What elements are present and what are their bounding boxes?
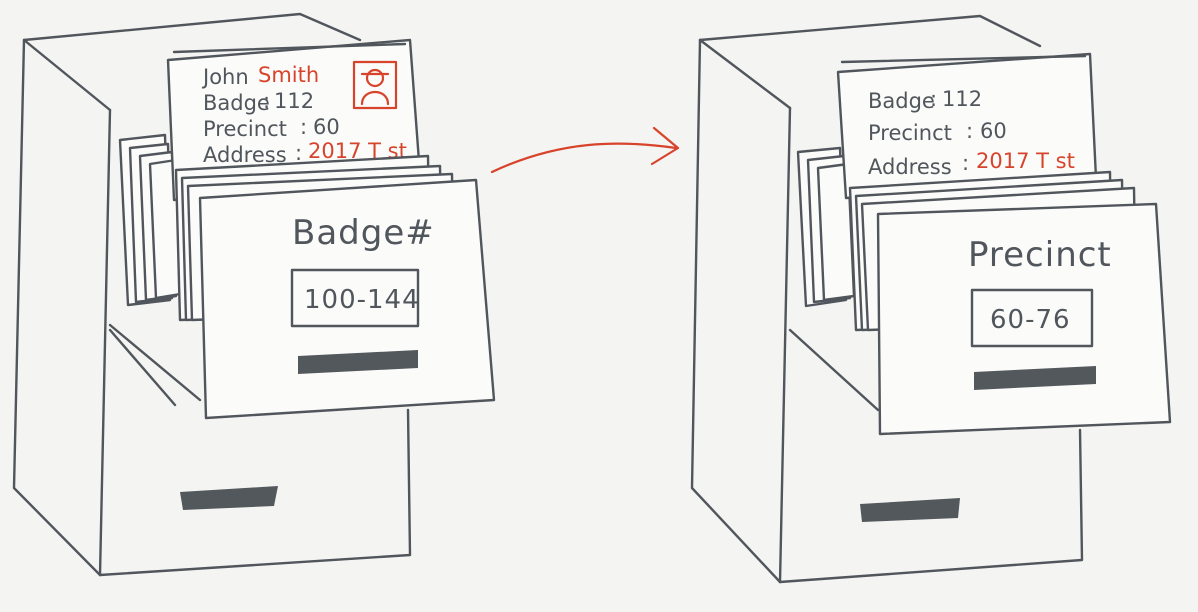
svg-text::: :	[966, 119, 973, 143]
card-precinct-label: Precinct	[203, 117, 287, 141]
right-index-card: Badge : 112 Precinct : 60 Address : 2017…	[836, 52, 1098, 200]
card-precinct-label: Precinct	[868, 121, 952, 145]
left-file-dividers	[118, 133, 182, 307]
right-cabinet	[690, 14, 1084, 584]
svg-text::: :	[300, 115, 307, 139]
card-name-value: Smith	[258, 63, 319, 87]
right-drawer-handle	[974, 366, 1096, 390]
card-badge-value: 112	[274, 89, 314, 113]
card-badge-label: Badge	[868, 89, 935, 113]
svg-text::: :	[962, 151, 969, 175]
right-drawer-front: Precinct 60-76	[876, 202, 1172, 436]
card-precinct-value: 60	[313, 115, 340, 139]
left-drawer-front: Badge# 100-144	[198, 178, 496, 420]
left-drawer-range: 100-144	[304, 285, 420, 315]
card-address-value: 2017 T st	[976, 149, 1075, 173]
svg-text::: :	[263, 89, 270, 113]
svg-text::: :	[930, 87, 937, 111]
right-drawer-label-frame	[970, 288, 1094, 348]
left-drawer-handle	[298, 350, 418, 374]
left-cabinet	[12, 12, 412, 577]
card-precinct-value: 60	[980, 119, 1007, 143]
card-address-label: Address	[868, 155, 952, 179]
lower-drawer-handle	[180, 486, 278, 510]
card-badge-label: Badge	[203, 91, 270, 115]
card-badge-value: 112	[942, 87, 982, 111]
left-drawer-title: Badge#	[292, 213, 435, 253]
lower-drawer-handle	[860, 498, 960, 522]
arrow-right-icon	[490, 126, 680, 174]
card-name-label: John	[201, 65, 249, 89]
left-drawer-label-frame	[290, 268, 420, 328]
right-drawer-range: 60-76	[990, 305, 1071, 335]
person-photo-icon	[352, 60, 398, 110]
card-address-label: Address	[203, 143, 287, 167]
svg-text::: :	[295, 141, 302, 165]
right-drawer-title: Precinct	[968, 235, 1112, 275]
